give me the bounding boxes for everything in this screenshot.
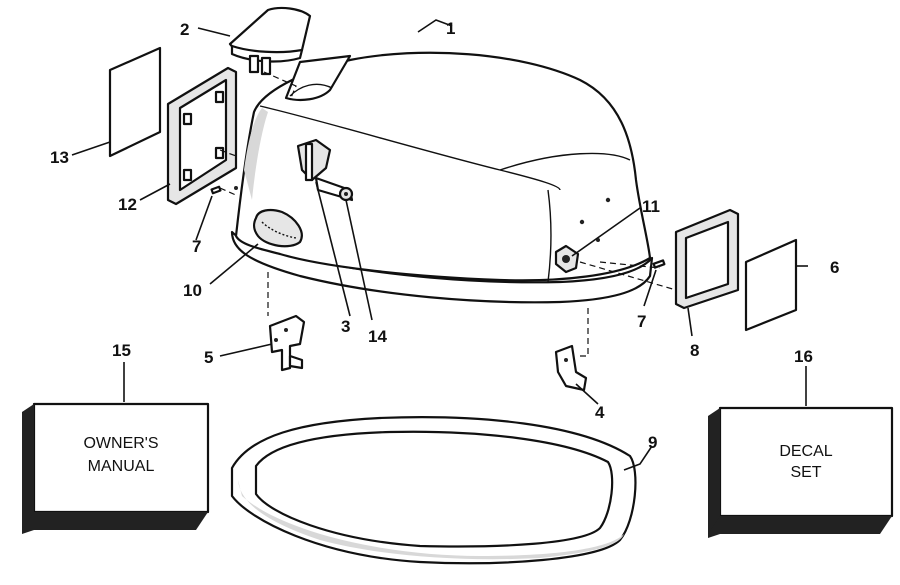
screw-part-7-right [652,259,666,269]
seal-ring-part-9 [230,416,637,565]
callout-2: 2 [180,20,189,39]
leader-lines [71,19,808,471]
callout-8: 8 [690,341,699,360]
callout-10: 10 [183,281,202,300]
top-cap-part-2 [228,6,312,76]
callout-14: 14 [368,327,387,346]
manual-label-line2: MANUAL [88,458,155,475]
rear-frame-part-12 [166,66,238,206]
decal-label-line1: DECAL [779,443,832,460]
latch-pin-part-14 [338,186,354,202]
motor-cover-part-1 [228,51,654,304]
manual-label-line1: OWNER'S [83,435,158,452]
callout-16: 16 [794,347,813,366]
callout-9: 9 [648,433,657,452]
callout-11: 11 [642,197,660,216]
callout-15: 15 [112,341,131,360]
callout-6: 6 [830,258,839,277]
owners-manual-part-15: OWNER'S MANUAL [22,402,210,534]
decal-set-part-16: DECAL SET [708,406,894,538]
assembly-lines [219,71,677,357]
bracket-part-5 [268,314,306,372]
callout-13: 13 [50,148,69,167]
grommet-part-11 [554,244,580,274]
decal-part-6 [744,238,798,332]
callout-3: 3 [341,317,350,336]
callout-7-left: 7 [192,237,201,256]
callout-5: 5 [204,348,213,367]
foam-pad-part-10 [252,208,303,248]
callout-labels: 1 2 3 4 5 6 7 7 8 9 10 11 12 13 14 15 16 [50,19,839,452]
bracket-part-4 [554,344,588,392]
screw-part-7-left [210,185,222,195]
callout-4: 4 [595,403,605,422]
decal-part-13 [108,46,162,158]
decal-label-line2: SET [790,464,821,481]
callout-12: 12 [118,195,137,214]
callout-7-right: 7 [637,312,646,331]
side-frame-part-8 [674,208,740,310]
callout-1: 1 [446,19,455,38]
